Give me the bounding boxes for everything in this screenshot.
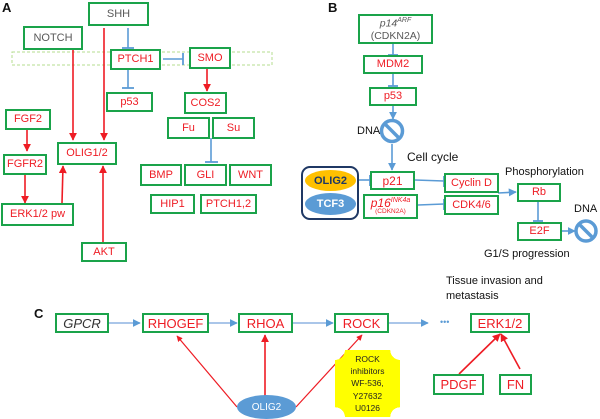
node-gpcr[interactable]: GPCR (55, 313, 109, 333)
tissue-invasion-label-line1: Tissue invasion and (446, 275, 543, 287)
edge-p21-cyclind (414, 179, 445, 182)
node-fgf2[interactable]: FGF2 (5, 109, 51, 130)
node-fgfr2[interactable]: FGFR2 (3, 154, 47, 175)
panel-label-a: A (2, 0, 12, 15)
dna-block-icon-2 (574, 219, 598, 243)
dna-label-1: DNA (357, 125, 381, 137)
edge-pdgf-erk (458, 333, 501, 375)
node-erk12pw[interactable]: ERK1/2 pw (1, 203, 74, 226)
node-bmp[interactable]: BMP (140, 164, 182, 186)
node-pdgf[interactable]: PDGF (433, 374, 484, 395)
panel-label-c: C (34, 306, 44, 321)
node-mdm2[interactable]: MDM2 (363, 55, 423, 74)
node-erk12[interactable]: ERK1/2 (470, 313, 530, 333)
rock-inhibitors-box: ROCK inhibitors WF-536, Y27632 U0126 (335, 350, 400, 417)
node-tcf3[interactable]: TCF3 (305, 193, 356, 215)
p16-main: p16 (370, 196, 391, 211)
node-rhoa[interactable]: RHOA (238, 313, 293, 333)
node-rock[interactable]: ROCK (334, 313, 389, 333)
node-cyclind[interactable]: Cyclin D (444, 173, 499, 193)
node-wnt[interactable]: WNT (229, 164, 272, 186)
cell-cycle-label: Cell cycle (407, 150, 459, 164)
node-hip1[interactable]: HIP1 (150, 194, 195, 214)
inhibitor-line: Y27632 (352, 390, 383, 401)
node-olig2-b[interactable]: OLIG2 (305, 170, 356, 191)
node-p14arf[interactable]: p14ARF (CDKN2A) (358, 14, 433, 44)
dna-label-2: DNA (574, 203, 598, 215)
node-gli[interactable]: GLI (184, 164, 227, 186)
node-rb[interactable]: Rb (517, 183, 561, 202)
g1s-progression-label: G1/S progression (484, 248, 570, 260)
edge-p16-cdk46 (417, 203, 445, 206)
inhibitor-line: U0126 (354, 402, 381, 413)
node-olig12[interactable]: OLIG1/2 (57, 142, 117, 165)
node-p53-a[interactable]: p53 (106, 92, 153, 112)
node-akt[interactable]: AKT (81, 242, 127, 262)
node-ptch1[interactable]: PTCH1 (110, 49, 161, 70)
edge-olig2-rhogef (176, 335, 238, 408)
p16-sup: INK4a (390, 197, 411, 205)
node-fu[interactable]: Fu (167, 117, 210, 139)
p16-sub: (CDKN2A) (375, 208, 406, 216)
node-cos2[interactable]: COS2 (184, 92, 227, 114)
inhibitor-line: ROCK (355, 353, 380, 364)
node-su[interactable]: Su (212, 117, 255, 139)
phosphorylation-label: Phosphorylation (505, 166, 584, 178)
dna-block-icon (379, 118, 405, 144)
p14-label: p14ARF (380, 17, 412, 29)
node-smo[interactable]: SMO (189, 47, 231, 69)
node-rhogef[interactable]: RHOGEF (142, 313, 209, 333)
node-cdk46[interactable]: CDK4/6 (444, 195, 499, 215)
panel-label-b: B (328, 0, 338, 15)
node-olig2-c[interactable]: OLIG2 (237, 395, 296, 419)
node-p21[interactable]: p21 (370, 171, 415, 190)
node-fn[interactable]: FN (499, 374, 532, 395)
edge-erk-olig12 (58, 165, 67, 204)
node-notch[interactable]: NOTCH (23, 26, 83, 50)
p16-label: p16INK4a (371, 197, 411, 209)
node-shh[interactable]: SHH (88, 2, 149, 26)
node-p53-b[interactable]: p53 (369, 87, 417, 106)
p14-sub: (CDKN2A) (370, 29, 421, 42)
ellipsis-dots: ••• (440, 317, 450, 327)
p14-main: p14 (379, 17, 398, 30)
p14-sup: ARF (397, 16, 412, 24)
edge-fn-erk (500, 333, 521, 370)
node-e2f[interactable]: E2F (517, 222, 562, 241)
inhibitor-line: inhibitors (350, 366, 385, 377)
inhibitor-line: WF-536, (351, 378, 384, 389)
node-p16[interactable]: p16INK4a (CDKN2A) (363, 194, 418, 219)
edge-cdk-rb (497, 188, 517, 197)
node-ptch12[interactable]: PTCH1,2 (200, 194, 257, 214)
edge-olig2-rock (295, 334, 363, 408)
tissue-invasion-label-line2: metastasis (446, 290, 499, 302)
